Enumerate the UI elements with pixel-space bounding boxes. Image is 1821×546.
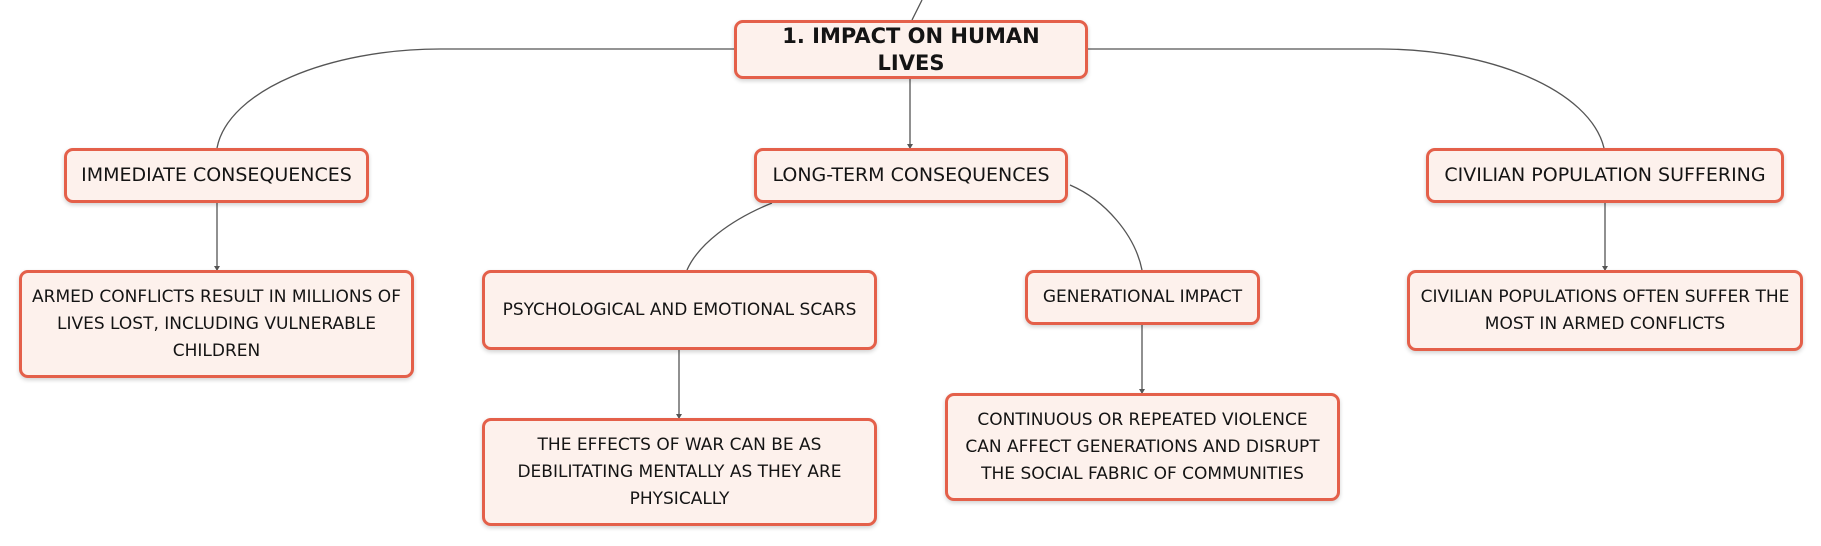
long-term-consequences-node[interactable]: LONG-TERM CONSEQUENCES <box>754 148 1068 203</box>
connector-root-to-civilian <box>1088 48 1605 149</box>
immediate-consequences-node[interactable]: IMMEDIATE CONSEQUENCES <box>64 148 369 203</box>
arrowhead-civilian-detail <box>1602 266 1608 271</box>
connector-parent-to-root <box>911 0 923 21</box>
arrowhead-psychological-detail <box>676 414 682 419</box>
immediate-consequences-detail-text: ARMED CONFLICTS RESULT IN MILLIONS OF LI… <box>32 286 401 361</box>
psychological-scars-detail-text: THE EFFECTS OF WAR CAN BE AS DEBILITATIN… <box>517 434 842 509</box>
connector-root-to-immediate <box>216 48 734 149</box>
immediate-consequences-detail-node[interactable]: ARMED CONFLICTS RESULT IN MILLIONS OF LI… <box>19 270 414 378</box>
connector-long-term-to-psychological <box>686 202 773 271</box>
civilian-population-detail-text: CIVILIAN POPULATIONS OFTEN SUFFER THE MO… <box>1420 286 1790 334</box>
root-topic-node[interactable]: 1. IMPACT ON HUMAN LIVES <box>734 20 1088 79</box>
generational-impact-node[interactable]: GENERATIONAL IMPACT <box>1025 270 1260 325</box>
psychological-scars-label: PSYCHOLOGICAL AND EMOTIONAL SCARS <box>502 299 857 320</box>
generational-impact-detail-node[interactable]: CONTINUOUS OR REPEATED VIOLENCE CAN AFFE… <box>945 393 1340 501</box>
arrowhead-long-term <box>907 144 913 149</box>
generational-impact-detail-text: CONTINUOUS OR REPEATED VIOLENCE CAN AFFE… <box>965 409 1320 484</box>
arrowhead-generational-detail <box>1139 389 1145 394</box>
civilian-population-suffering-node[interactable]: CIVILIAN POPULATION SUFFERING <box>1426 148 1784 203</box>
civilian-population-suffering-label: CIVILIAN POPULATION SUFFERING <box>1444 164 1766 186</box>
root-topic-label: 1. IMPACT ON HUMAN LIVES <box>782 23 1040 75</box>
long-term-consequences-label: LONG-TERM CONSEQUENCES <box>772 164 1050 186</box>
generational-impact-label: GENERATIONAL IMPACT <box>1042 287 1243 307</box>
connector-long-term-to-generational <box>1069 184 1143 271</box>
immediate-consequences-label: IMMEDIATE CONSEQUENCES <box>81 164 352 186</box>
psychological-scars-detail-node[interactable]: THE EFFECTS OF WAR CAN BE AS DEBILITATIN… <box>482 418 877 526</box>
civilian-population-detail-node[interactable]: CIVILIAN POPULATIONS OFTEN SUFFER THE MO… <box>1407 270 1803 351</box>
psychological-scars-node[interactable]: PSYCHOLOGICAL AND EMOTIONAL SCARS <box>482 270 877 350</box>
arrowhead-immediate-detail <box>214 266 220 271</box>
